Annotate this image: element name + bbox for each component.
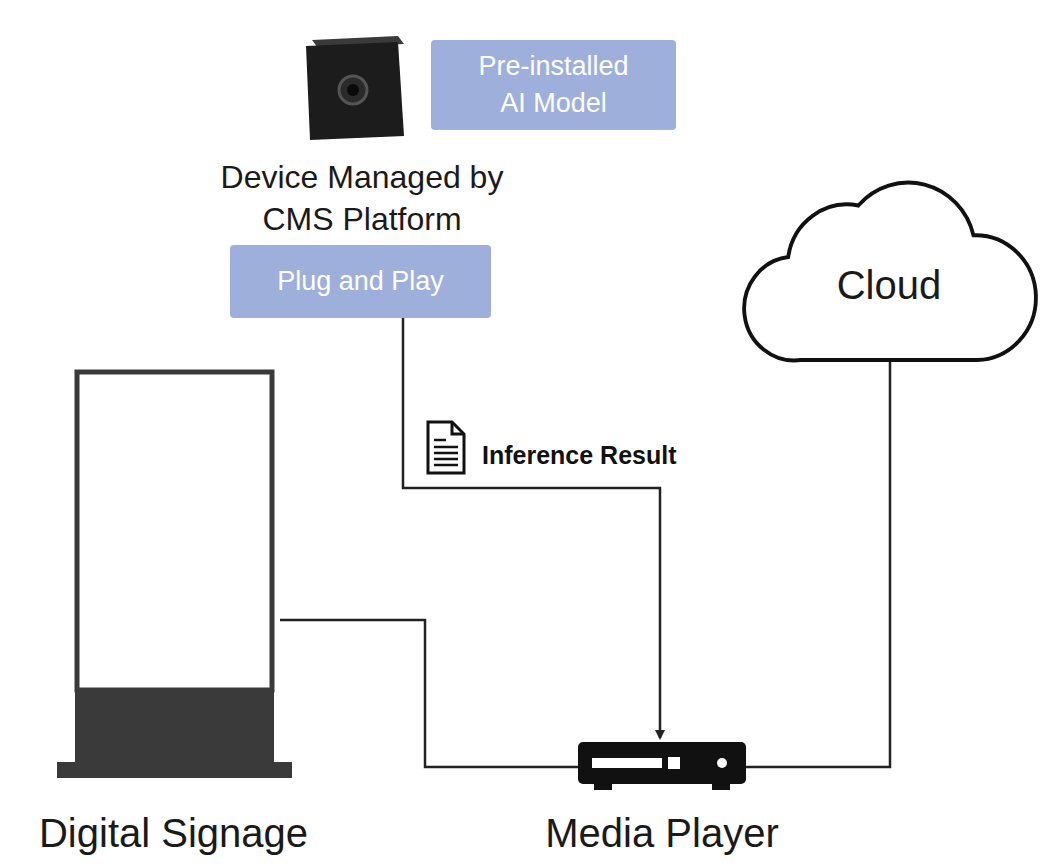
document-icon: [428, 422, 464, 473]
player-foot: [712, 784, 730, 790]
document-lines: [434, 440, 458, 465]
signage-svg: [55, 368, 292, 780]
player-slot: [592, 758, 662, 768]
player-foot: [594, 784, 612, 790]
camera-lens-center: [347, 84, 359, 96]
camera-icon: [306, 36, 404, 140]
box-text: Pre-installed AI Model: [471, 48, 636, 122]
document-fold: [452, 422, 464, 434]
signage-screen: [77, 372, 272, 690]
process-box: Pre-installed AI Model: [431, 40, 676, 130]
camera-lens: [339, 76, 367, 104]
process-box: Plug and Play: [230, 245, 491, 318]
box-text: Plug and Play: [277, 263, 444, 300]
document-outline: [428, 422, 464, 473]
edge-label: Inference Result: [482, 438, 677, 472]
connector-line: [403, 318, 660, 738]
media-player-device: Media Player: [578, 740, 746, 792]
signage-device: Digital Signage: [55, 368, 292, 780]
device-label: Digital Signage: [0, 808, 352, 858]
player-body: [578, 742, 746, 784]
player-light: [717, 758, 727, 768]
cloud-outline-svg: [745, 158, 1033, 366]
cloud-text: Cloud: [745, 260, 1033, 310]
camera-body: [306, 42, 404, 140]
cloud-outline: [744, 183, 1036, 361]
signage-base: [57, 762, 292, 778]
player-svg: [578, 740, 746, 792]
device-caption: Device Managed by CMS Platform: [207, 156, 517, 240]
connector-line: [280, 620, 578, 767]
connector-line: [746, 362, 890, 767]
player-button: [668, 757, 680, 769]
cloud-shape: Cloud: [745, 158, 1033, 366]
signage-panel: [75, 688, 274, 764]
device-label: Media Player: [508, 808, 816, 858]
